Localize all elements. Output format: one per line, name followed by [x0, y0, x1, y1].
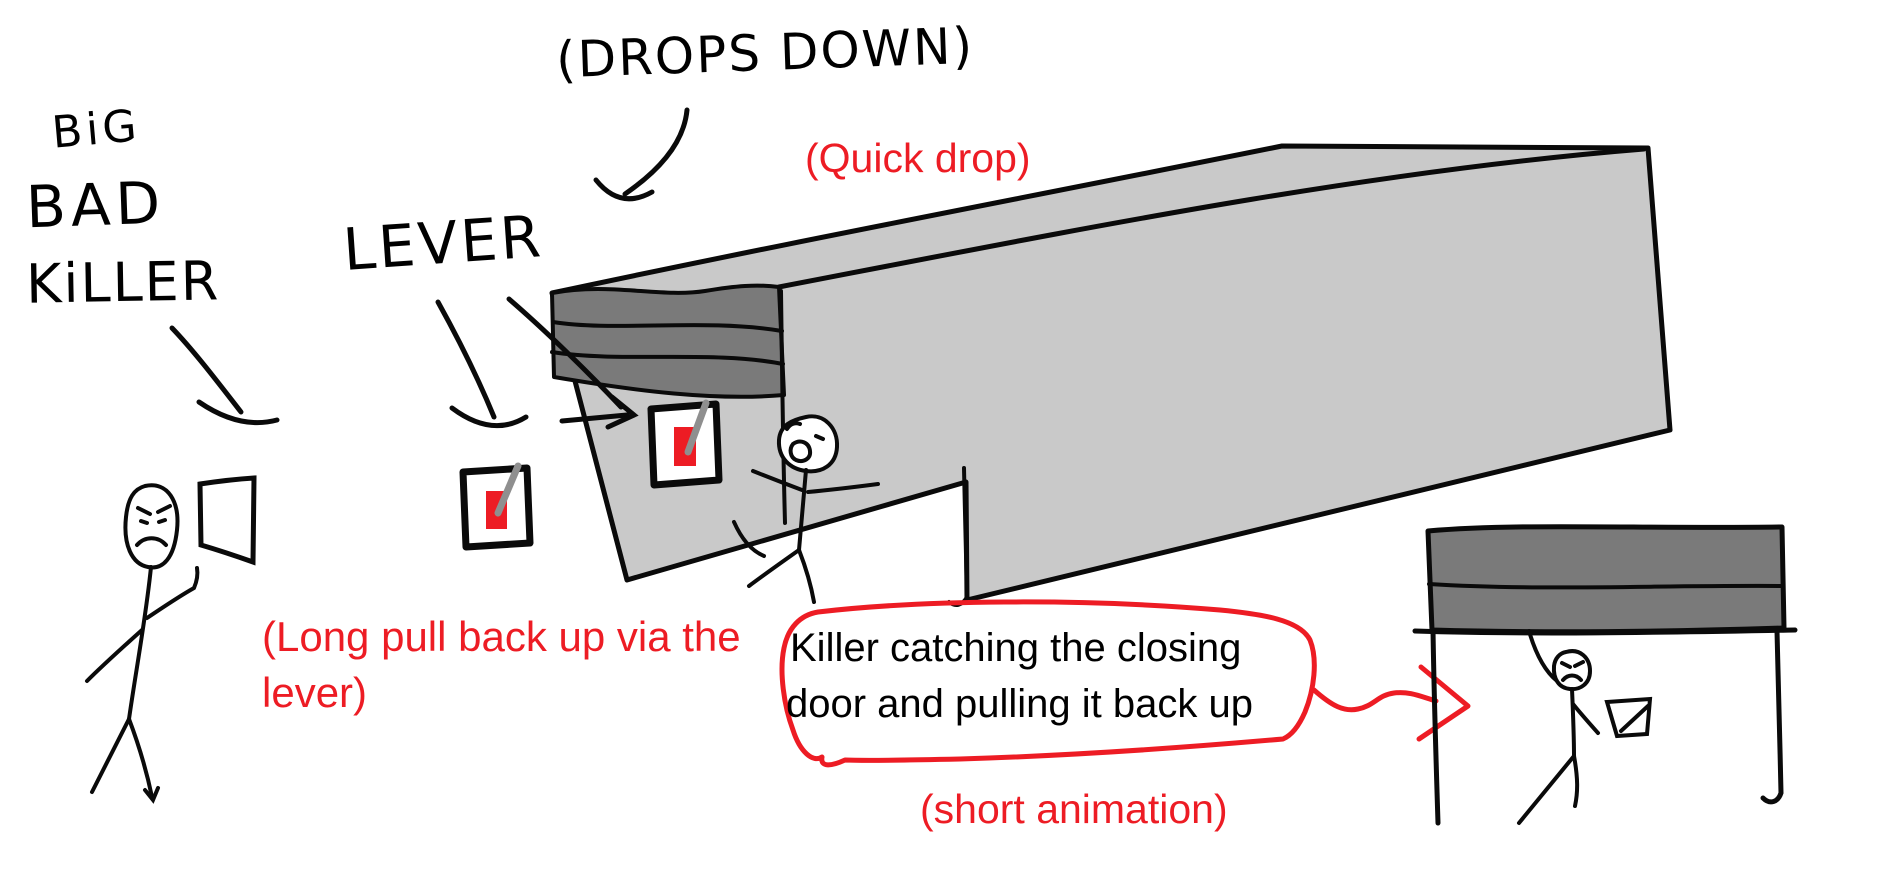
second-door-bottom-line: [1412, 627, 1798, 636]
second-door-band: [1425, 524, 1787, 635]
doorway-killer-mouth: [788, 439, 813, 463]
left-killer-frown: [135, 536, 168, 547]
bubble-note-line2: door and pulling it back up: [786, 682, 1253, 726]
left-killer-arm-left: [85, 628, 144, 683]
bubble-connector-squiggle: [1311, 687, 1439, 713]
floating-lever-handle: [494, 462, 522, 517]
doorway-killer-leg-right: [797, 548, 816, 604]
bubble-note-line1: Killer catching the closing: [790, 626, 1242, 670]
second-killer-leg-left: [1517, 754, 1576, 825]
speech-bubble-outline: [779, 599, 1317, 768]
doorway-killer-eye: [814, 434, 825, 441]
left-killer-eye-left: [139, 519, 149, 525]
second-killer-arm-down: [1571, 702, 1600, 735]
doorway-killer-arm-right: [806, 482, 880, 494]
second-frame-right: [1760, 628, 1784, 805]
doorway-killer-leg-left: [747, 548, 801, 588]
doorway-killer-hand-stroke: [732, 520, 766, 558]
left-killer-leg-right: [127, 717, 154, 799]
left-killer-figure: [85, 475, 257, 804]
garage-roof-ridge: [776, 146, 1647, 290]
lever-label: LEVER: [340, 202, 546, 284]
doorway-killer-brow: [785, 421, 802, 431]
doorway-killer-arm-left: [751, 469, 804, 492]
drops-down-label: (DROPS DOWN): [555, 16, 975, 90]
left-killer-arm-right: [145, 566, 200, 620]
second-frame-left: [1430, 627, 1441, 826]
second-killer-brow-left: [1560, 661, 1572, 669]
garage-front-edge: [779, 289, 787, 525]
second-scene: [1412, 524, 1798, 826]
second-killer-head: [1551, 649, 1593, 692]
sketch-arrows: [169, 107, 690, 430]
bubble-connector-arrowhead: [1416, 664, 1471, 742]
short-animation-note: (short animation): [920, 786, 1228, 832]
garage-box: [549, 143, 1673, 607]
big-bad-killer-label-line2: BAD: [24, 168, 167, 242]
left-killer-head: [123, 483, 180, 570]
garage-door-band: [550, 283, 786, 399]
long-pull-note-line1: (Long pull back up via the: [262, 613, 741, 660]
wall-lever-handle: [684, 399, 710, 456]
second-killer-held-panel: [1604, 696, 1653, 739]
second-killer-leg-right: [1572, 754, 1580, 808]
second-killer-frown: [1561, 673, 1583, 682]
wall-lever: [647, 399, 723, 489]
quick-drop-note: (Quick drop): [805, 135, 1031, 181]
big-bad-killer-label-line3: KiLLER: [25, 249, 221, 316]
second-killer-figure: [1517, 629, 1653, 825]
killer-label-arrow: [169, 325, 280, 426]
left-killer-body: [127, 565, 153, 721]
held-door-panel: [197, 475, 257, 566]
lever-arrow-right: [506, 296, 639, 430]
second-killer-panel-fold: [1619, 704, 1650, 733]
floating-lever: [459, 462, 534, 551]
left-killer-brow-left: [136, 506, 152, 516]
left-killer-eye-right: [157, 518, 167, 524]
doorway-killer-figure: [732, 414, 880, 604]
doorway-killer-body: [797, 468, 808, 552]
garage-box-body: [549, 143, 1673, 603]
second-killer-body: [1570, 687, 1576, 758]
lever-arrow-down: [435, 299, 529, 429]
left-killer-leg-left: [90, 717, 131, 794]
second-killer-brow-right: [1573, 660, 1585, 668]
long-pull-note-line2: lever): [262, 669, 368, 716]
drops-down-arrow: [593, 107, 690, 202]
left-killer-leg-arrow-tip: [143, 786, 160, 804]
big-bad-killer-label-line1: BiG: [49, 100, 143, 159]
left-killer-brow-right: [156, 504, 172, 514]
second-door-band-line: [1427, 582, 1785, 590]
